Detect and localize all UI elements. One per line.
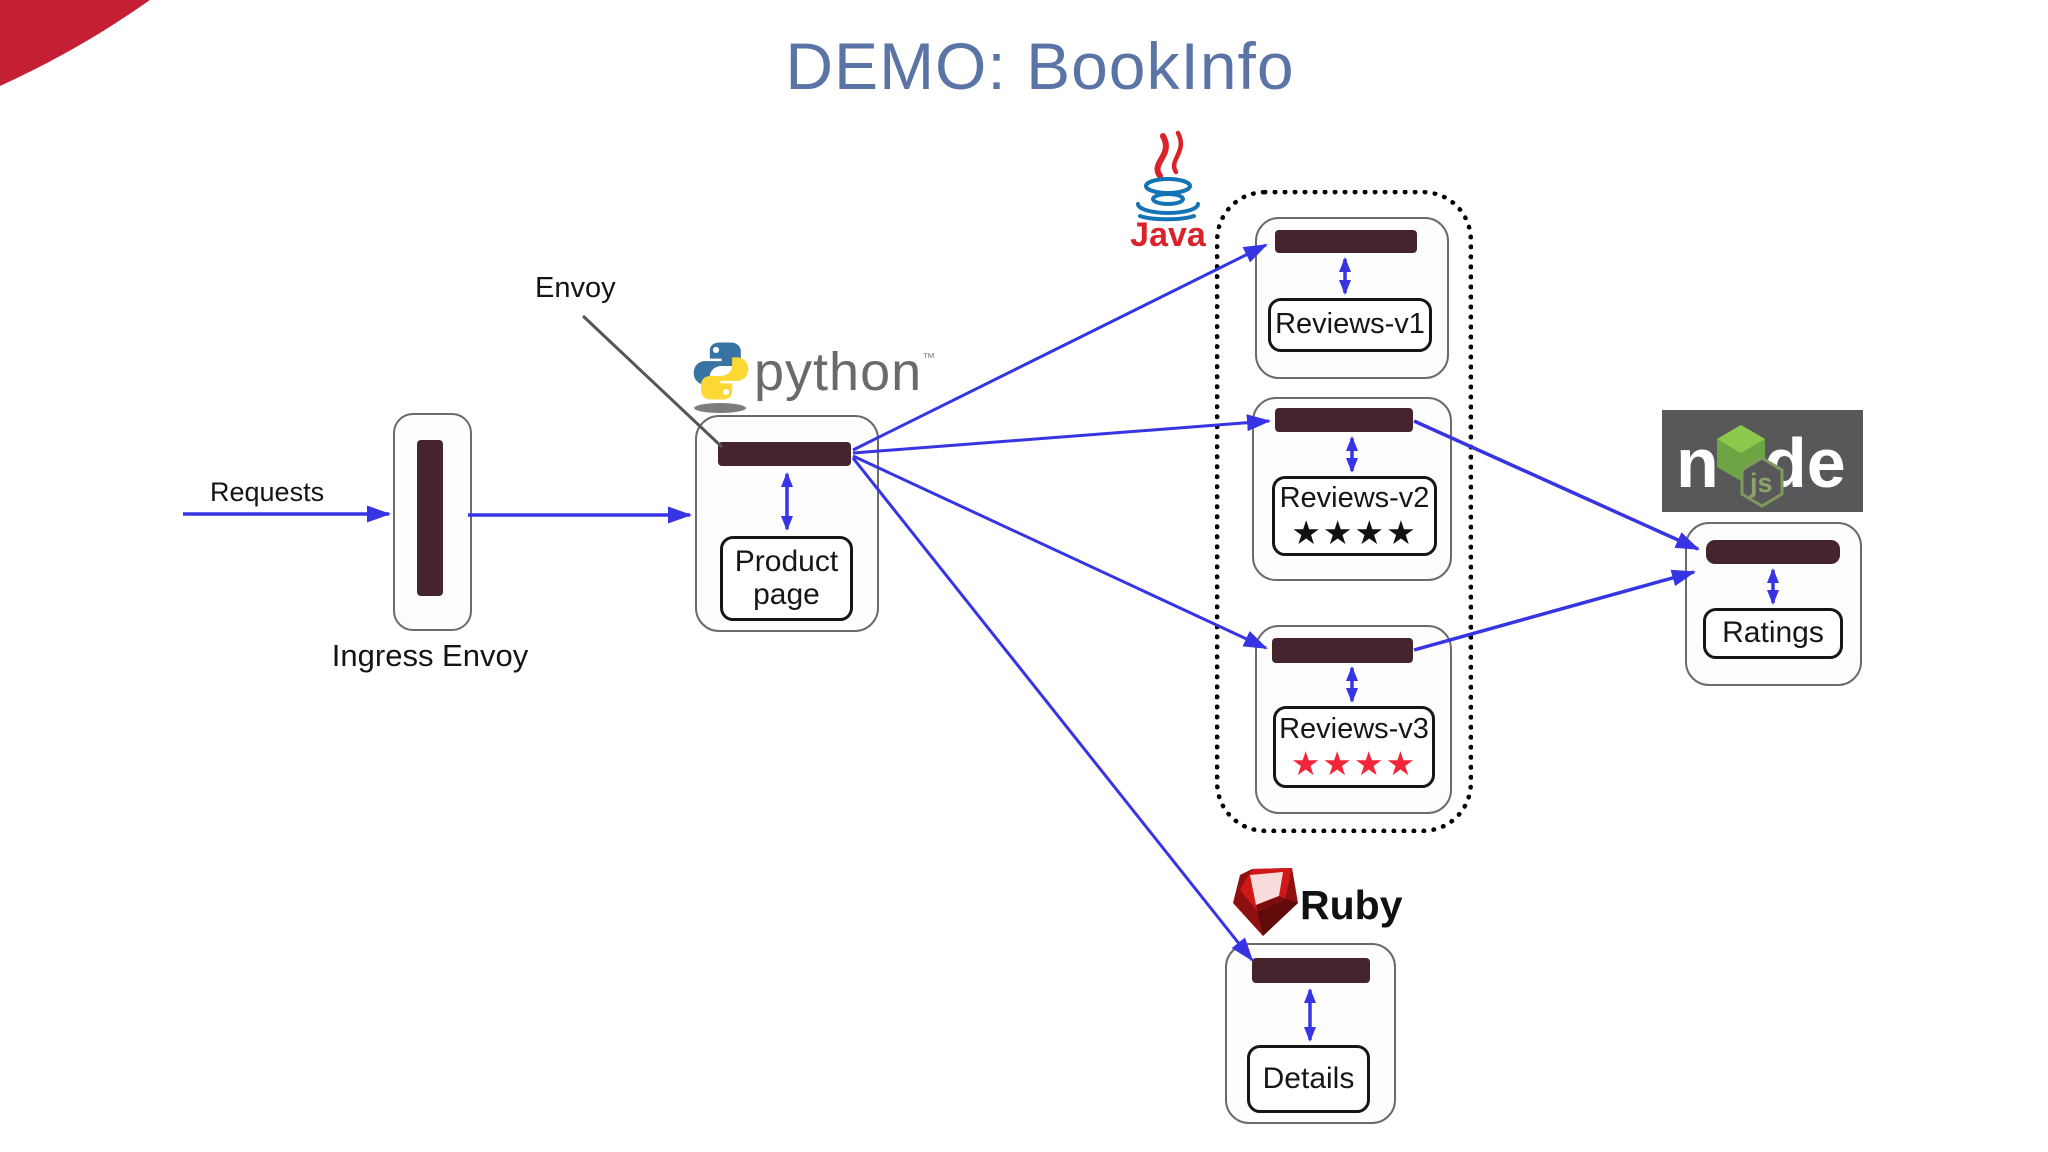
ratings-sidecar-bar xyxy=(1706,540,1840,564)
product-page-label-box: Product page xyxy=(720,536,853,621)
arrow-product-to-reviews-v2 xyxy=(852,414,1271,455)
red-corner-swoosh xyxy=(0,0,150,86)
details-label-box: Details xyxy=(1247,1045,1370,1113)
arrow-product-to-reviews-v3 xyxy=(852,454,1268,650)
ingress-envoy-sidecar-bar xyxy=(417,440,443,596)
details-label: Details xyxy=(1262,1061,1355,1095)
python-logo-shadow xyxy=(694,403,746,413)
python-tm: ™ xyxy=(922,350,936,365)
details-sidecar-bar xyxy=(1252,958,1370,983)
nodejs-hexagon-icon xyxy=(1717,425,1765,481)
page-title: DEMO: BookInfo xyxy=(785,29,1295,103)
ruby-label: Ruby xyxy=(1300,882,1403,928)
nodejs-wordmark-left: n xyxy=(1676,424,1719,502)
ingress-envoy-label: Ingress Envoy xyxy=(331,638,529,673)
nodejs-js-badge xyxy=(1740,456,1784,508)
ratings-label: Ratings xyxy=(1722,616,1824,650)
reviews-v3-stars: ★★★★ xyxy=(1290,745,1418,783)
requests-label: Requests xyxy=(210,477,325,507)
reviews-v2-label: Reviews-v2 xyxy=(1279,481,1430,514)
ruby-logo-icon xyxy=(1233,868,1298,936)
reviews-v2-label-box: Reviews-v2 ★★★★ xyxy=(1272,476,1437,556)
reviews-v1-sidecar-bar xyxy=(1275,230,1417,253)
java-logo-icon xyxy=(1136,130,1200,222)
nodejs-logo-bg xyxy=(1662,410,1863,512)
product-sidecar-bar xyxy=(718,442,851,466)
nodejs-hexagon-top xyxy=(1717,425,1765,453)
reviews-v1-label: Reviews-v1 xyxy=(1275,308,1425,341)
product-page-label: Product page xyxy=(734,545,839,611)
reviews-v2-stars: ★★★★ xyxy=(1291,514,1418,552)
nodejs-wordmark-right: de xyxy=(1764,424,1846,502)
arrow-product-to-details xyxy=(851,457,1254,962)
python-wordmark-text: python xyxy=(754,342,923,402)
reviews-v3-sidecar-bar xyxy=(1272,638,1413,663)
envoy-label: Envoy xyxy=(535,272,616,304)
nodejs-js-badge-text: js xyxy=(1749,468,1773,498)
nodejs-logo: n de js xyxy=(1662,410,1863,512)
python-wordmark: python™ xyxy=(754,341,935,403)
reviews-v3-label-box: Reviews-v3 ★★★★ xyxy=(1273,706,1435,788)
reviews-v2-sidecar-bar xyxy=(1275,408,1413,432)
java-label: Java xyxy=(1130,216,1206,254)
ratings-label-box: Ratings xyxy=(1703,608,1843,659)
reviews-v1-label-box: Reviews-v1 xyxy=(1268,298,1432,352)
reviews-v3-label: Reviews-v3 xyxy=(1279,712,1429,745)
python-logo-icon xyxy=(693,342,749,413)
